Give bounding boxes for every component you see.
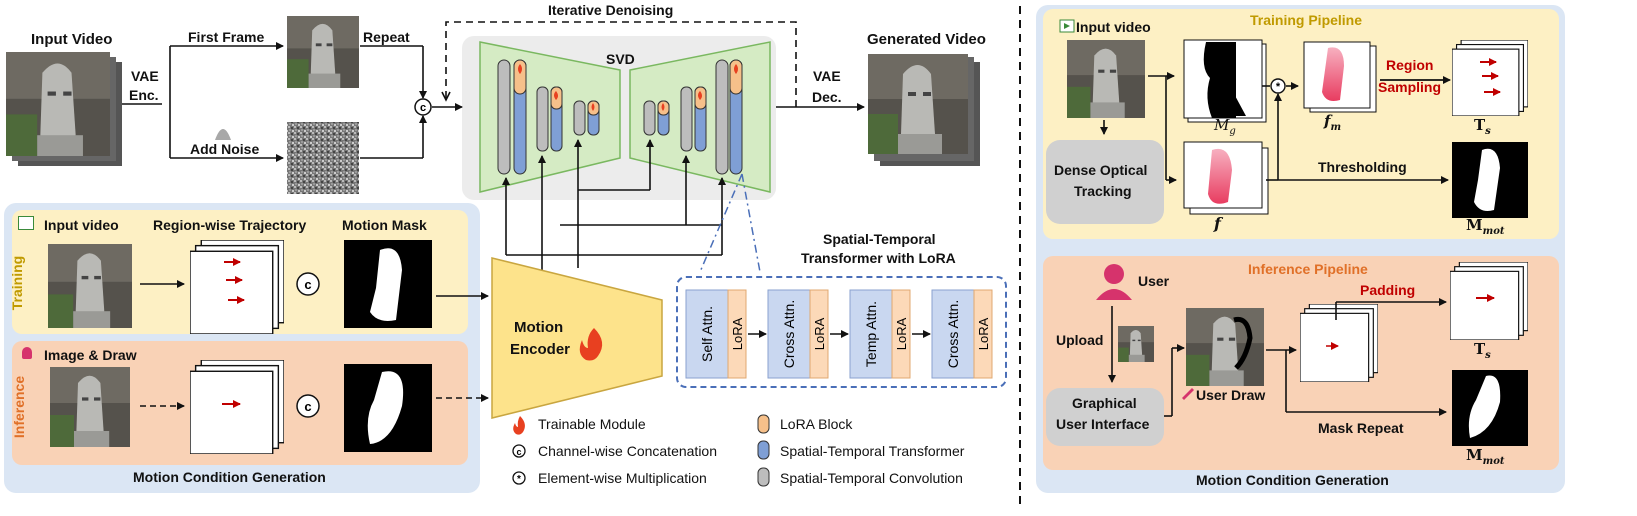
legend-trainable: Trainable Module (538, 416, 646, 432)
mmot-label-infer: Mmot (1466, 446, 1505, 467)
st-block-1: Self Attn. (699, 306, 715, 362)
ts-label-infer: Ts (1474, 340, 1491, 361)
vae-enc-2: Enc. (129, 87, 159, 103)
generated-video-stack (868, 54, 980, 166)
svg-text:*: * (1276, 81, 1281, 93)
user-label: User (1138, 273, 1170, 289)
legend-concat: Channel-wise Concatenation (538, 443, 717, 459)
st-lora-1: LoRA (730, 317, 745, 350)
encoder-label-2: Encoder (510, 341, 571, 358)
gui-line-2: User Interface (1056, 416, 1150, 432)
fm-label: fm (1324, 112, 1342, 133)
vae-dec-2: Dec. (812, 89, 842, 105)
vae-dec-1: VAE (813, 68, 841, 84)
generated-video-title: Generated Video (867, 31, 986, 48)
iterative-denoising-label: Iterative Denoising (548, 2, 674, 18)
trajectory-stack-train (190, 240, 284, 334)
stlora-title-2: Transformer with LoRA (801, 250, 956, 266)
training-side-label: Training (9, 255, 26, 311)
first-frame-image (287, 16, 359, 88)
video-icon (18, 216, 34, 230)
svg-text:c: c (516, 447, 521, 457)
svd-label: SVD (606, 51, 635, 67)
svg-text:c: c (420, 102, 426, 114)
thresholding-label: Thresholding (1318, 159, 1407, 175)
stlora-title-1: Spatial-Temporal (823, 231, 936, 247)
upload-label: Upload (1056, 332, 1104, 348)
st-lora-2: LoRA (812, 317, 827, 350)
st-lora-3: LoRA (894, 317, 909, 350)
svg-text:*: * (517, 474, 521, 485)
st-block-4: Cross Attn. (945, 300, 961, 368)
legend-conv: Spatial-Temporal Convolution (780, 470, 963, 486)
noise-image (287, 122, 359, 194)
mask-repeat-label: Mask Repeat (1318, 420, 1404, 436)
motion-encoder (491, 257, 663, 419)
svg-text:c: c (304, 277, 311, 292)
f-label: f (1214, 214, 1221, 233)
first-frame-label: First Frame (188, 29, 265, 45)
st-lora-4: LoRA (976, 317, 991, 350)
input-video-title: Input Video (31, 31, 113, 48)
st-block-2: Cross Attn. (781, 300, 797, 368)
trajectory-stack-infer (190, 360, 284, 454)
mg-label: Mg (1214, 116, 1236, 137)
region-label-2: Sampling (1378, 79, 1442, 95)
motion-mask-label: Motion Mask (342, 217, 427, 233)
vae-enc-1: VAE (131, 68, 159, 84)
motion-condition-footer-left: Motion Condition Generation (133, 469, 326, 485)
encoder-flame-icon (579, 328, 603, 361)
gui-box (1046, 388, 1164, 446)
legend-transformer: Spatial-Temporal Transformer (780, 443, 965, 459)
person-icon (22, 347, 32, 359)
svg-text:c: c (304, 399, 311, 414)
add-noise-label: Add Noise (190, 141, 260, 157)
legend-mult: Element-wise Multiplication (538, 470, 707, 486)
motion-condition-footer-right: Motion Condition Generation (1196, 472, 1389, 488)
ts-label-train: Ts (1474, 116, 1491, 137)
user-icon (1096, 264, 1132, 300)
image-draw-label: Image & Draw (44, 347, 137, 363)
stlora-blocks: Self Attn. LoRA Cross Attn. LoRA Temp At… (685, 289, 993, 379)
legend-lora: LoRA Block (780, 416, 853, 432)
user-draw-label: User Draw (1196, 387, 1266, 403)
draw-pen-icon (1182, 388, 1194, 400)
tp-input-video: Input video (1076, 19, 1151, 35)
dense-line-1: Dense Optical (1054, 162, 1148, 178)
mmot-label-train: Mmot (1466, 216, 1505, 237)
region-traj-label: Region-wise Trajectory (153, 217, 307, 233)
region-label-1: Region (1386, 57, 1434, 73)
padding-label: Padding (1360, 282, 1416, 298)
repeat-label: Repeat (363, 29, 410, 45)
input-video-stack (6, 52, 122, 166)
legend-flame-icon (513, 416, 525, 435)
encoder-label-1: Motion (514, 319, 564, 336)
concat-symbol-top (414, 98, 432, 116)
inference-pipeline-title: Inference Pipeline (1248, 261, 1368, 277)
input-video-label: Input video (44, 217, 119, 233)
dense-line-2: Tracking (1074, 183, 1132, 199)
inference-side-label: Inference (11, 375, 28, 439)
gui-line-1: Graphical (1072, 395, 1137, 411)
dense-tracking-box (1046, 140, 1164, 224)
st-block-3: Temp Attn. (863, 301, 879, 367)
stlora-box (676, 276, 1007, 388)
training-pipeline-title: Training Pipeline (1250, 12, 1363, 28)
